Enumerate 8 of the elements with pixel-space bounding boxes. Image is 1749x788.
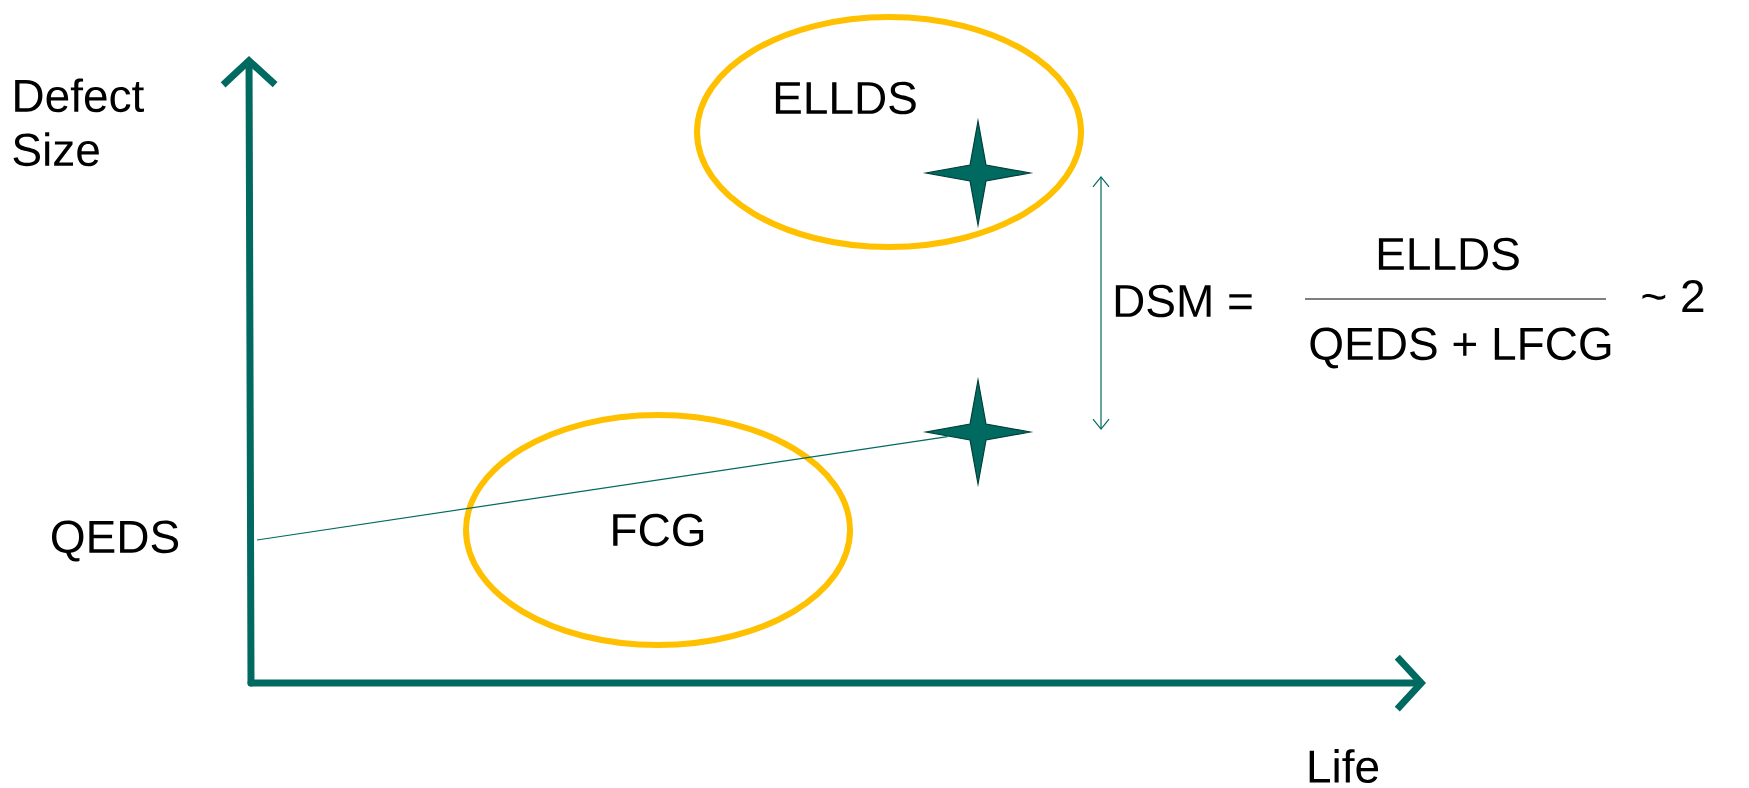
- label: ~ 2: [1642, 279, 1704, 313]
- label: ELLDS: [1378, 237, 1519, 271]
- axis-label: Life: [1309, 749, 1379, 783]
- label: QEDS: [52, 520, 179, 562]
- label: QEDS + LFCG: [1310, 327, 1611, 369]
- label: DSM =: [1115, 284, 1252, 318]
- axis-label: Defect Size: [13, 78, 144, 167]
- growth-line: [256, 435, 949, 541]
